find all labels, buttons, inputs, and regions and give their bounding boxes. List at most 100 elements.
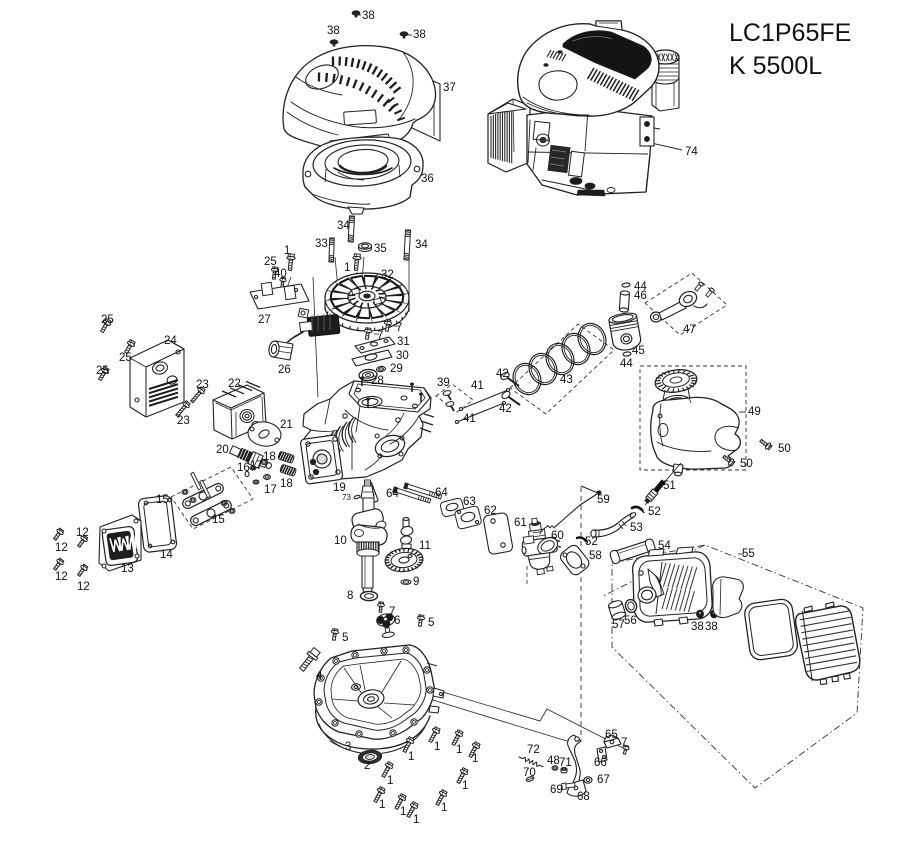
svg-text:32: 32 <box>381 269 394 281</box>
svg-text:20: 20 <box>216 444 229 456</box>
svg-text:17: 17 <box>250 460 263 472</box>
svg-text:38: 38 <box>327 25 340 37</box>
svg-text:66: 66 <box>594 757 607 769</box>
svg-text:28: 28 <box>371 375 384 387</box>
svg-text:12: 12 <box>55 542 68 554</box>
svg-text:43: 43 <box>560 374 573 386</box>
svg-text:18: 18 <box>263 451 276 463</box>
svg-text:59: 59 <box>597 494 610 506</box>
svg-text:1: 1 <box>462 780 468 792</box>
svg-text:15: 15 <box>156 494 169 506</box>
svg-text:22: 22 <box>228 378 241 390</box>
svg-text:71: 71 <box>559 757 572 769</box>
svg-text:11: 11 <box>419 540 431 552</box>
svg-text:44: 44 <box>620 358 633 370</box>
svg-text:25: 25 <box>96 365 109 377</box>
svg-text:44: 44 <box>634 281 647 293</box>
svg-text:23: 23 <box>196 379 209 391</box>
svg-text:21: 21 <box>280 419 293 431</box>
svg-text:LC1P65FE: LC1P65FE <box>729 19 851 47</box>
svg-text:30: 30 <box>396 350 409 362</box>
svg-text:1: 1 <box>400 806 406 818</box>
svg-text:57: 57 <box>612 619 625 631</box>
svg-text:2: 2 <box>364 760 370 772</box>
svg-text:52: 52 <box>648 506 661 518</box>
svg-text:1: 1 <box>434 741 440 753</box>
svg-text:46: 46 <box>634 290 647 302</box>
svg-text:7: 7 <box>621 737 627 749</box>
svg-text:23: 23 <box>177 415 190 427</box>
svg-text:41: 41 <box>471 380 484 392</box>
svg-text:50: 50 <box>740 458 753 470</box>
svg-text:65: 65 <box>605 729 618 741</box>
svg-text:58: 58 <box>589 550 602 562</box>
svg-text:25: 25 <box>119 352 132 364</box>
svg-text:64: 64 <box>386 488 399 500</box>
svg-text:3: 3 <box>345 741 351 753</box>
svg-text:50: 50 <box>778 443 791 455</box>
svg-text:73: 73 <box>342 493 351 502</box>
svg-text:35: 35 <box>374 243 387 255</box>
svg-text:37: 37 <box>443 82 456 94</box>
svg-text:5: 5 <box>342 632 348 644</box>
svg-text:12: 12 <box>76 527 89 539</box>
svg-text:47: 47 <box>683 324 696 336</box>
svg-text:15: 15 <box>212 514 225 526</box>
svg-text:1: 1 <box>387 775 393 787</box>
svg-text:38: 38 <box>362 10 375 22</box>
svg-text:19: 19 <box>333 482 346 494</box>
svg-text:62: 62 <box>484 505 497 517</box>
svg-text:25: 25 <box>264 256 277 268</box>
svg-text:56: 56 <box>624 615 637 627</box>
svg-text:68: 68 <box>577 791 590 803</box>
svg-text:40: 40 <box>274 268 287 280</box>
svg-text:6: 6 <box>394 615 400 627</box>
svg-text:7: 7 <box>377 330 383 342</box>
svg-text:49: 49 <box>748 406 761 418</box>
svg-text:39: 39 <box>437 377 450 389</box>
svg-text:1: 1 <box>408 751 414 763</box>
svg-text:38: 38 <box>691 621 704 633</box>
svg-text:4: 4 <box>316 670 323 682</box>
svg-text:63: 63 <box>463 496 476 508</box>
svg-text:54: 54 <box>658 540 671 552</box>
svg-text:14: 14 <box>160 549 173 561</box>
svg-text:31: 31 <box>397 336 410 348</box>
svg-text:1: 1 <box>344 262 350 274</box>
svg-text:42: 42 <box>499 403 512 415</box>
svg-text:13: 13 <box>121 563 134 575</box>
svg-text:27: 27 <box>258 314 271 326</box>
svg-text:55: 55 <box>742 548 755 560</box>
svg-text:34: 34 <box>415 239 428 251</box>
svg-text:34: 34 <box>337 220 350 232</box>
svg-text:36: 36 <box>421 173 434 185</box>
svg-text:42: 42 <box>496 368 509 380</box>
svg-text:25: 25 <box>101 314 114 326</box>
svg-text:16: 16 <box>237 462 250 474</box>
svg-text:12: 12 <box>55 571 68 583</box>
svg-text:60: 60 <box>551 530 564 542</box>
svg-text:24: 24 <box>164 335 177 347</box>
svg-text:69: 69 <box>550 784 563 796</box>
svg-text:53: 53 <box>630 522 643 534</box>
svg-text:33: 33 <box>315 238 328 250</box>
svg-text:26: 26 <box>278 364 291 376</box>
svg-text:9: 9 <box>413 576 419 588</box>
svg-text:1: 1 <box>379 799 385 811</box>
svg-text:29: 29 <box>390 363 403 375</box>
svg-text:7: 7 <box>389 606 395 618</box>
svg-text:12: 12 <box>77 581 90 593</box>
svg-text:8: 8 <box>347 590 353 602</box>
svg-text:67: 67 <box>597 774 610 786</box>
svg-text:72: 72 <box>527 744 540 756</box>
svg-text:1: 1 <box>456 744 462 756</box>
svg-text:70: 70 <box>523 767 536 779</box>
svg-text:48: 48 <box>547 755 560 767</box>
svg-text:K 5500L: K 5500L <box>729 52 822 80</box>
svg-text:52: 52 <box>585 536 598 548</box>
svg-text:5: 5 <box>428 617 434 629</box>
svg-text:1: 1 <box>441 802 447 814</box>
svg-text:7: 7 <box>396 322 402 334</box>
svg-text:41: 41 <box>463 413 476 425</box>
svg-text:18: 18 <box>280 478 293 490</box>
